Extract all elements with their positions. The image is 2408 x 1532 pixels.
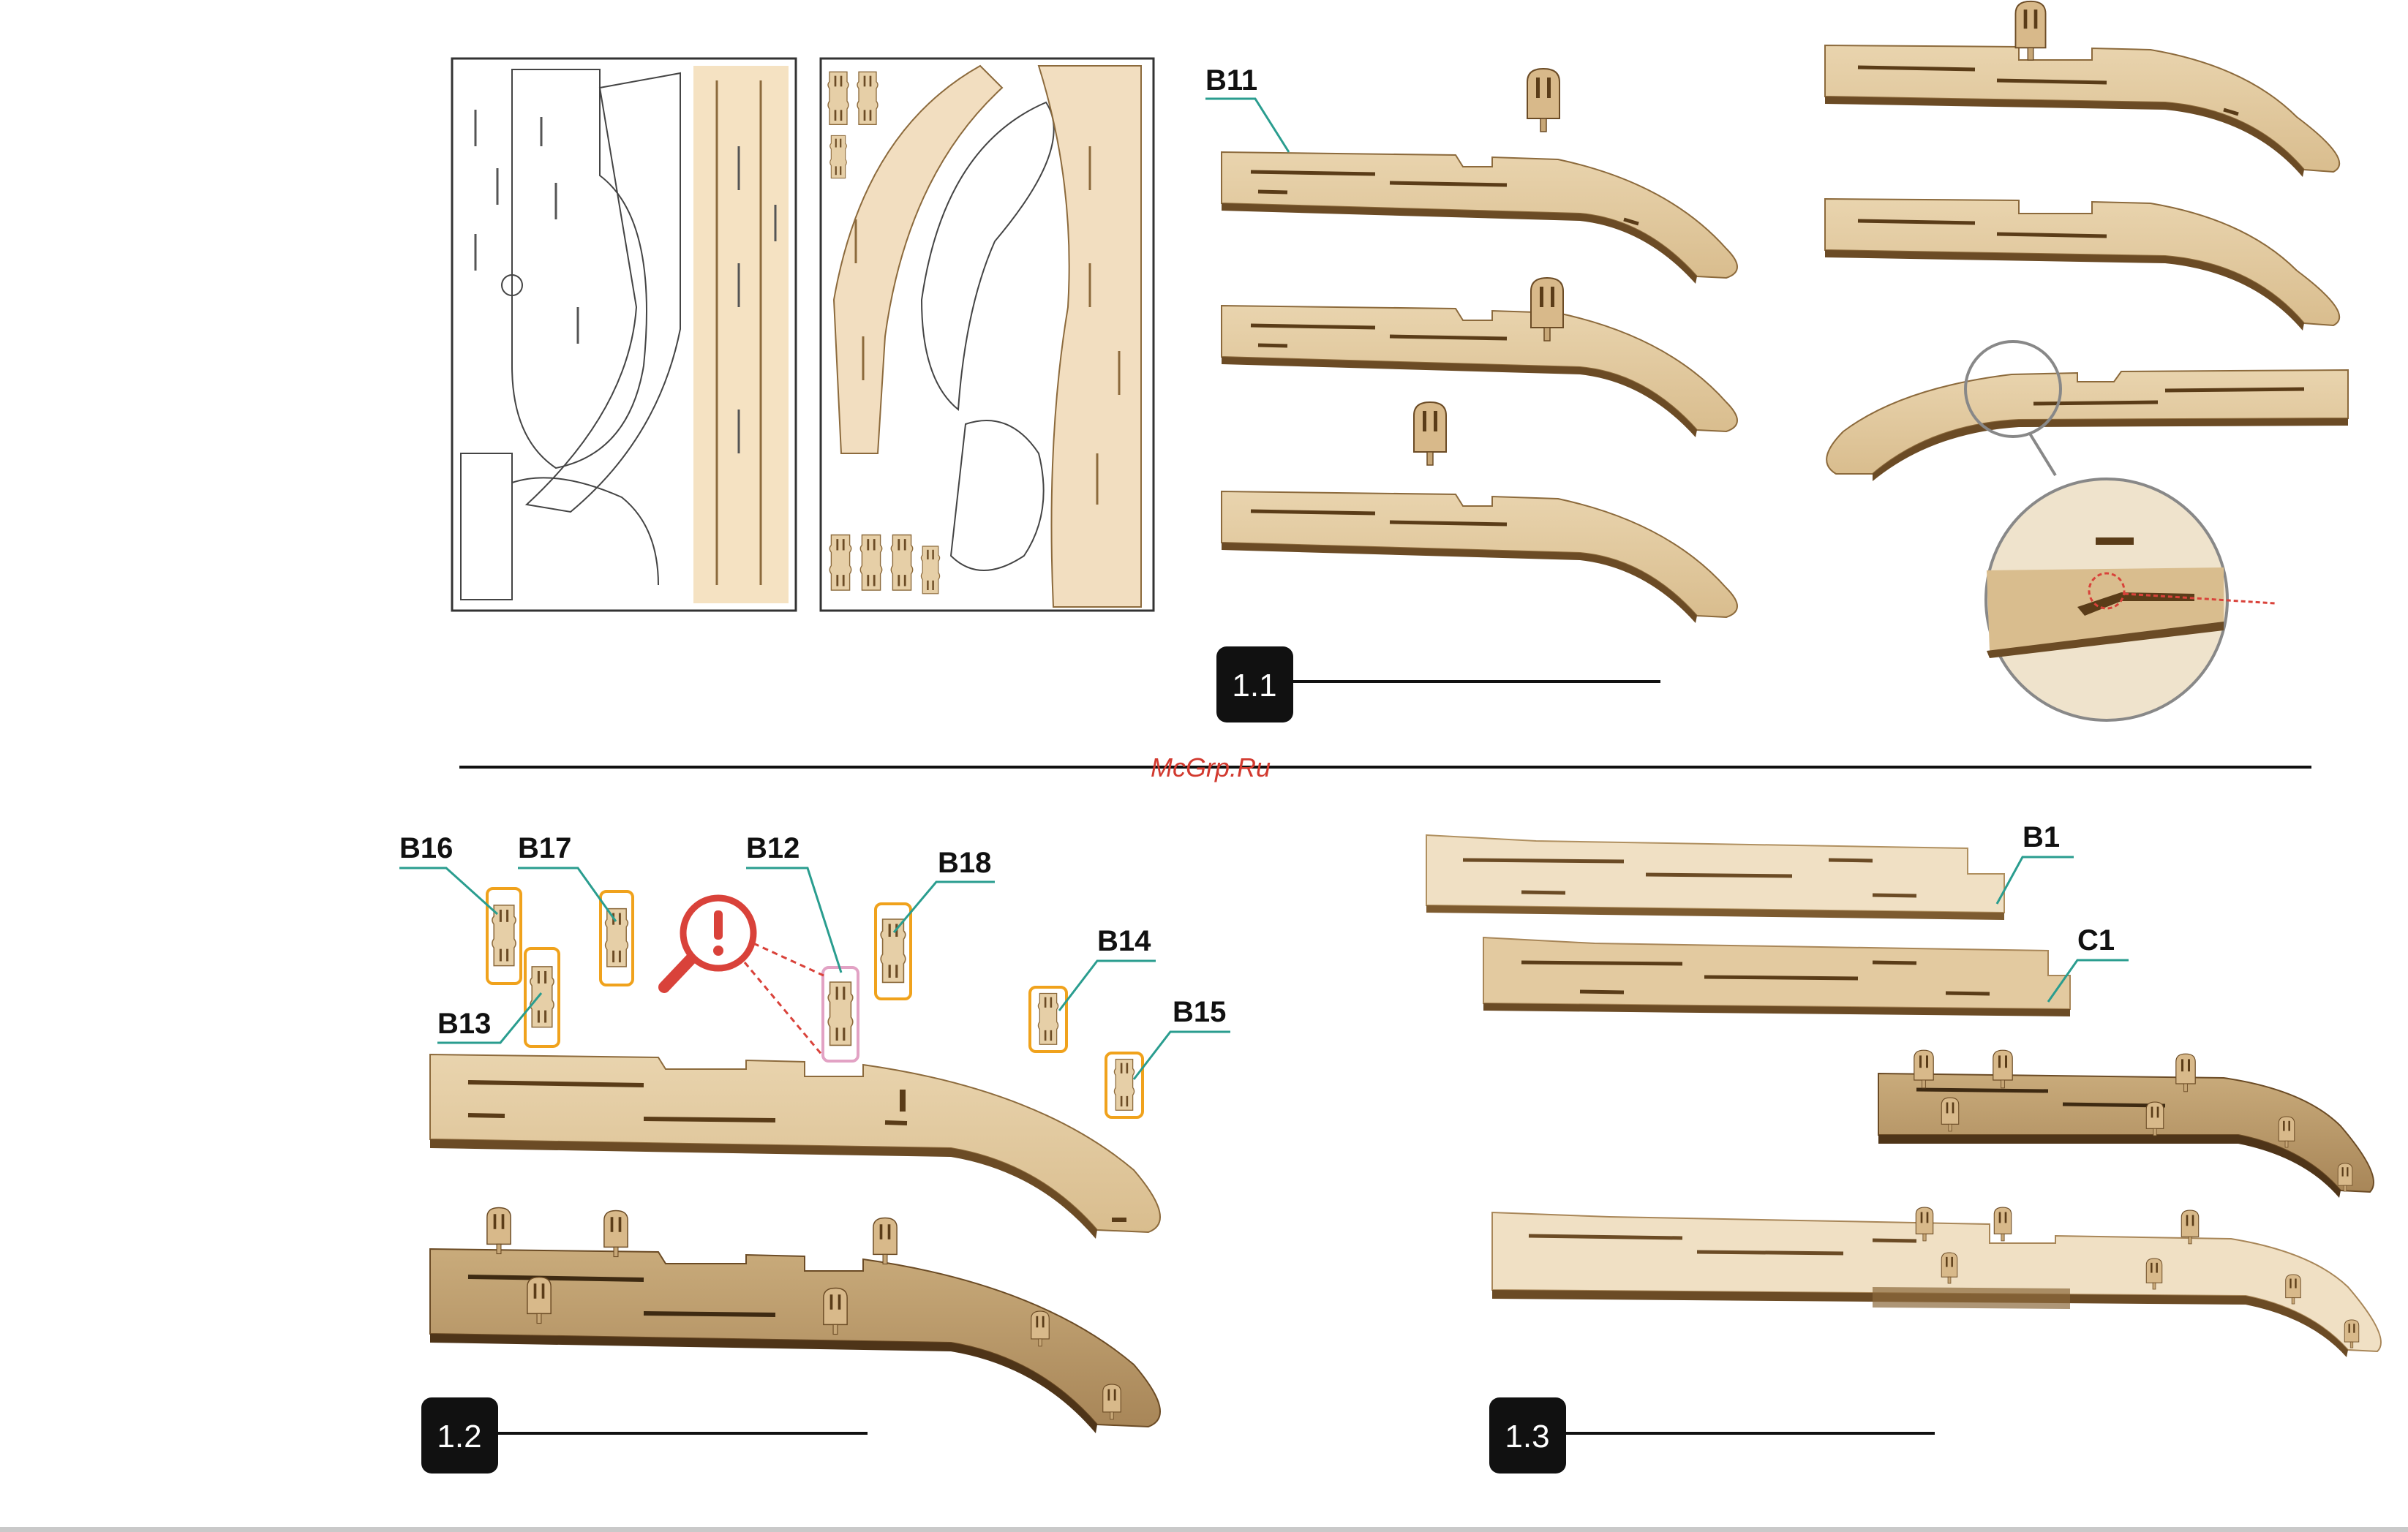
- label-b12: B12: [746, 832, 841, 973]
- rail-b1: [1426, 835, 2004, 920]
- svg-text:B16: B16: [399, 832, 453, 864]
- label-b16: B16: [399, 832, 497, 914]
- label-b11: B11: [1205, 64, 1289, 152]
- label-b1: B1: [1997, 821, 2074, 904]
- step-badge-1-2: 1.2: [421, 1397, 868, 1473]
- svg-text:1.1: 1.1: [1232, 668, 1276, 703]
- label-b15: B15: [1134, 996, 1230, 1079]
- svg-text:C1: C1: [2077, 924, 2115, 956]
- rail-step1-right-1: [1825, 45, 2339, 177]
- peg-step1-right: [2015, 1, 2045, 60]
- rail-c1: [1483, 937, 2070, 1016]
- rail-step2-bottom-assembled: [430, 1207, 1160, 1433]
- svg-text:B12: B12: [746, 832, 799, 864]
- label-b14: B14: [1059, 925, 1156, 1011]
- small-part-b15: [1106, 1053, 1143, 1117]
- plywood-sheet-b: [821, 59, 1154, 611]
- peg-b11-3: [1414, 402, 1446, 465]
- watermark: McGrp.Ru: [1151, 752, 1271, 782]
- svg-text:B11: B11: [1205, 64, 1257, 97]
- rail-step1-3: [1222, 491, 1737, 623]
- label-b18: B18: [894, 847, 995, 932]
- svg-text:B1: B1: [2023, 821, 2060, 853]
- svg-text:B14: B14: [1097, 925, 1151, 957]
- small-part-b16: [487, 888, 521, 984]
- small-part-b12: [823, 967, 858, 1061]
- rail-step1-right-3-flipped: [1826, 370, 2348, 481]
- small-part-b14: [1030, 987, 1066, 1052]
- step-badge-1-1: 1.1: [1216, 646, 1660, 722]
- step-badge-1-3: 1.3: [1489, 1397, 1935, 1473]
- rail-b11-step1: [1222, 152, 1737, 284]
- svg-text:1.2: 1.2: [437, 1419, 481, 1454]
- rail-step3-assembled: [1878, 1050, 2374, 1198]
- small-part-b13: [525, 948, 559, 1046]
- page-bottom-bar: [0, 1527, 2408, 1532]
- svg-text:B15: B15: [1173, 996, 1226, 1028]
- svg-text:B17: B17: [518, 832, 571, 864]
- rail-step3-combined: [1492, 1207, 2381, 1357]
- peg-b11-1: [1527, 69, 1559, 132]
- plywood-sheet-a: [452, 59, 796, 611]
- svg-text:1.3: 1.3: [1505, 1419, 1549, 1454]
- rail-step1-2: [1222, 306, 1737, 437]
- svg-text:B13: B13: [437, 1008, 491, 1040]
- rail-step2-top: [430, 1054, 1160, 1239]
- svg-text:B18: B18: [938, 847, 991, 879]
- rail-step1-right-2: [1825, 199, 2339, 331]
- exclamation-magnifier-icon: [664, 898, 824, 1056]
